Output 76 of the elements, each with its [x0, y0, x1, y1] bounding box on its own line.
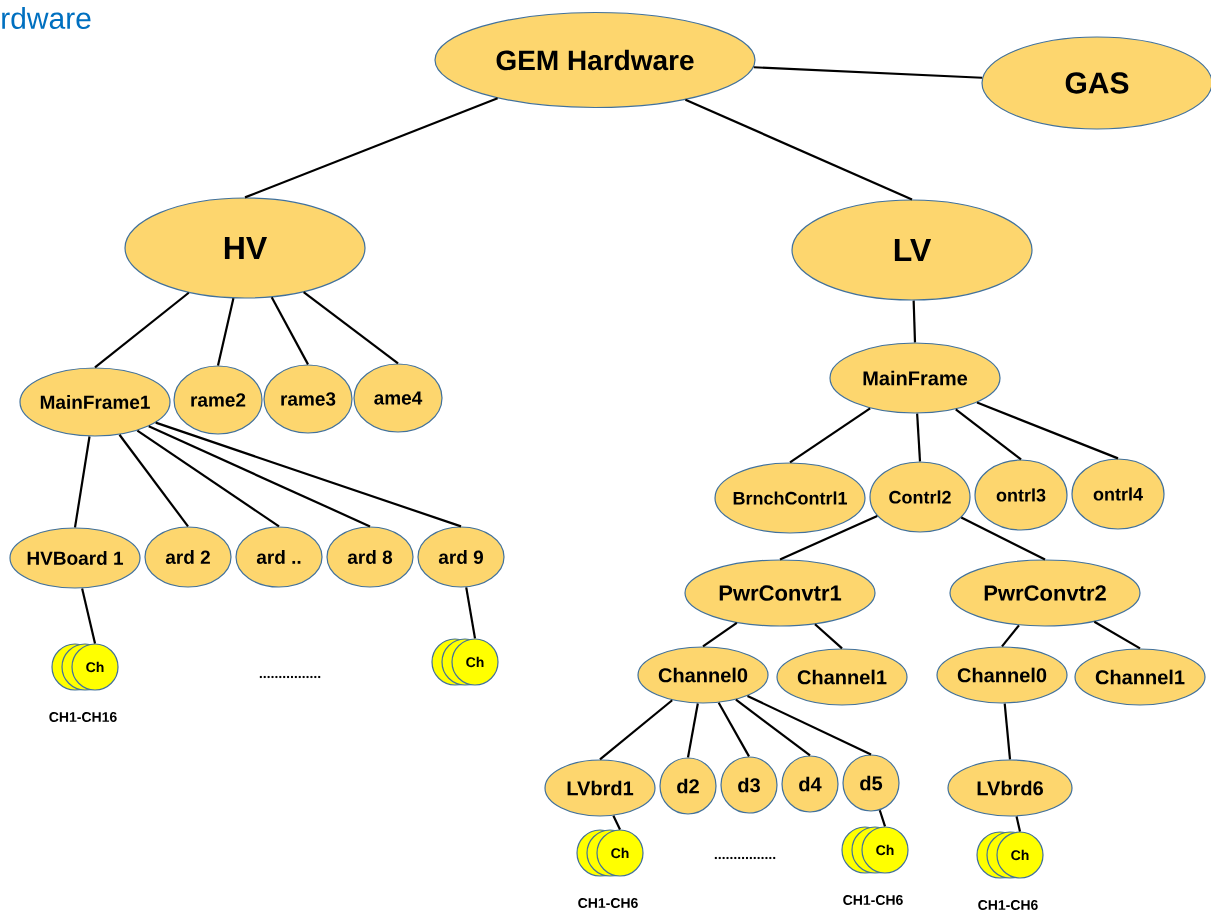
connector-line	[912, 300, 917, 343]
ellipse-node: d3	[720, 756, 778, 814]
connector-line	[94, 291, 190, 369]
connector-line	[270, 296, 309, 365]
ellipse-node: ard 8	[326, 526, 414, 588]
ellipse-node: HV	[124, 197, 366, 299]
node-label: CH1-CH16	[49, 712, 117, 722]
connector-line	[599, 699, 673, 761]
dotted-ellipsis: ................	[714, 856, 776, 860]
connector-line	[136, 429, 280, 528]
connector-line	[216, 298, 235, 366]
ellipse-node: d2	[659, 757, 717, 815]
connector-line	[976, 401, 1119, 460]
connector-line	[955, 408, 1022, 461]
connector-line	[148, 425, 371, 528]
connector-line	[779, 515, 878, 561]
circle-stack: Ch	[576, 829, 644, 877]
connector-line	[1001, 624, 1020, 648]
ellipse-node: HVBoard 1	[9, 527, 141, 589]
ellipse-node: ame4	[353, 363, 443, 433]
ellipse-node: d5	[842, 754, 900, 812]
circle-stack: Ch	[431, 638, 499, 686]
ellipse-node: ontrl4	[1071, 458, 1165, 530]
connector-line	[916, 413, 922, 462]
ellipse-node: MainFrame	[829, 342, 1001, 414]
ellipse-node: ard 2	[144, 526, 232, 588]
connector-line	[814, 623, 843, 650]
connector-line	[735, 698, 811, 757]
ellipse-node: ard ..	[235, 526, 323, 588]
ellipse-node: PwrConvtr1	[684, 559, 876, 627]
ellipse-node: GAS	[981, 36, 1211, 130]
ellipse-node: d4	[781, 755, 839, 813]
ellipse-node: ard 9	[417, 526, 505, 588]
connector-line	[244, 97, 498, 199]
ellipse-node: PwrConvtr2	[949, 559, 1141, 627]
connector-line	[753, 66, 983, 79]
connector-line	[686, 703, 699, 758]
connector-line	[118, 434, 189, 528]
connector-line	[155, 421, 462, 528]
ellipse-node: Channel1	[1074, 648, 1206, 706]
ellipse-node: Channel1	[776, 648, 908, 706]
ellipse-node: Channel0	[637, 646, 769, 704]
circle-stack: Ch	[51, 643, 119, 691]
connector-line	[960, 516, 1046, 561]
connector-line	[878, 809, 887, 827]
ellipse-node: rame3	[263, 364, 353, 434]
connector-line	[717, 702, 750, 757]
ellipse-node: MainFrame1	[19, 367, 171, 437]
connector-line	[789, 407, 871, 464]
circle-stack: Ch	[841, 826, 909, 874]
connector-line	[81, 588, 97, 644]
ellipse-node: rame2	[173, 365, 263, 435]
connector-line	[684, 98, 913, 201]
connector-line	[302, 291, 399, 365]
ellipse-node: LVbrd6	[947, 759, 1073, 817]
connector-line	[1093, 620, 1141, 650]
ellipse-node: Contrl2	[869, 461, 971, 533]
ellipse-node: Channel0	[936, 646, 1068, 704]
ellipse-node: LVbrd1	[544, 759, 656, 817]
ellipse-node: GEM Hardware	[434, 11, 756, 109]
connector-line	[702, 622, 738, 648]
ellipse-node: BrnchContrl1	[714, 462, 866, 534]
ellipse-node: ontrl3	[974, 459, 1068, 531]
node-label: CH1-CH6	[578, 898, 638, 908]
connector-line	[73, 436, 91, 528]
node-label: CH1-CH6	[978, 900, 1038, 910]
title: rdware	[2, 7, 91, 29]
connector-line	[465, 587, 477, 639]
connector-line	[1003, 703, 1012, 760]
connector-line	[1015, 816, 1022, 832]
node-label: CH1-CH6	[843, 895, 903, 905]
dotted-ellipsis: ................	[259, 675, 321, 679]
circle-stack: Ch	[976, 831, 1044, 879]
connector-line	[747, 695, 872, 756]
connector-line	[612, 815, 621, 830]
ellipse-node: LV	[791, 199, 1033, 301]
